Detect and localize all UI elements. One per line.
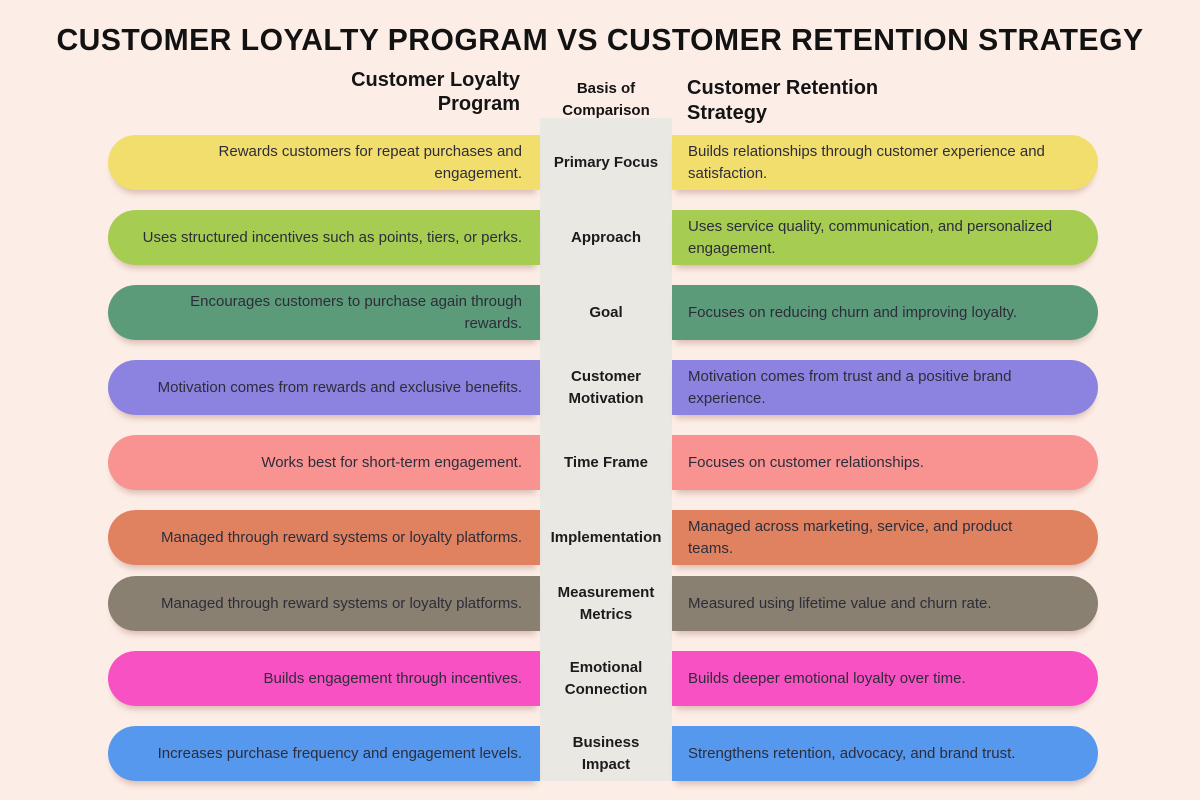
retention-cell: Strengthens retention, advocacy, and bra… bbox=[672, 726, 1098, 781]
retention-cell: Managed across marketing, service, and p… bbox=[672, 510, 1098, 565]
basis-label: Goal bbox=[589, 303, 623, 321]
page-title: CUSTOMER LOYALTY PROGRAM VS CUSTOMER RET… bbox=[56, 22, 1144, 57]
loyalty-cell: Managed through reward systems or loyalt… bbox=[108, 510, 540, 565]
column-header-retention-label: Customer Retention Strategy bbox=[687, 77, 879, 124]
basis-label: Emotional Connection bbox=[564, 658, 648, 698]
table-row-primary-focus: Rewards customers for repeat purchases a… bbox=[0, 135, 1200, 190]
table-row-emotional-connection: Builds engagement through incentives. Em… bbox=[0, 651, 1200, 706]
loyalty-cell: Motivation comes from rewards and exclus… bbox=[108, 360, 540, 415]
retention-cell-text: Measured using lifetime value and churn … bbox=[688, 594, 992, 612]
basis-label: Business Impact bbox=[572, 733, 640, 773]
retention-cell: Builds deeper emotional loyalty over tim… bbox=[672, 651, 1098, 706]
loyalty-cell-text: Builds engagement through incentives. bbox=[263, 669, 522, 687]
column-header-loyalty: Customer Loyalty Program bbox=[0, 68, 520, 116]
retention-cell-text: Focuses on reducing churn and improving … bbox=[688, 303, 1018, 321]
retention-cell-text: Builds deeper emotional loyalty over tim… bbox=[688, 669, 966, 687]
comparison-table: Rewards customers for repeat purchases a… bbox=[0, 135, 1200, 800]
loyalty-cell-text: Motivation comes from rewards and exclus… bbox=[157, 378, 522, 396]
retention-cell-text: Strengthens retention, advocacy, and bra… bbox=[688, 744, 1016, 762]
retention-cell: Uses service quality, communication, and… bbox=[672, 210, 1098, 265]
basis-label: Primary Focus bbox=[553, 153, 659, 171]
loyalty-cell: Rewards customers for repeat purchases a… bbox=[108, 135, 540, 190]
loyalty-cell-text: Managed through reward systems or loyalt… bbox=[161, 594, 522, 612]
retention-cell: Motivation comes from trust and a positi… bbox=[672, 360, 1098, 415]
loyalty-cell: Managed through reward systems or loyalt… bbox=[108, 576, 540, 631]
table-row-implementation: Managed through reward systems or loyalt… bbox=[0, 510, 1200, 565]
retention-cell: Measured using lifetime value and churn … bbox=[672, 576, 1098, 631]
retention-cell: Focuses on customer relationships. bbox=[672, 435, 1098, 490]
column-header-retention: Customer Retention Strategy bbox=[687, 76, 987, 126]
loyalty-cell: Builds engagement through incentives. bbox=[108, 651, 540, 706]
table-row-customer-motivation: Motivation comes from rewards and exclus… bbox=[0, 360, 1200, 415]
column-header-loyalty-label: Customer Loyalty Program bbox=[351, 69, 520, 115]
retention-cell-text: Focuses on customer relationships. bbox=[688, 453, 924, 471]
loyalty-cell: Works best for short-term engagement. bbox=[108, 435, 540, 490]
table-row-time-frame: Works best for short-term engagement. Ti… bbox=[0, 435, 1200, 490]
column-header-basis: Basis of Comparison bbox=[540, 78, 672, 122]
retention-cell-text: Motivation comes from trust and a positi… bbox=[688, 367, 1012, 407]
table-row-approach: Uses structured incentives such as point… bbox=[0, 210, 1200, 265]
loyalty-cell-text: Uses structured incentives such as point… bbox=[142, 228, 522, 246]
basis-label: Implementation bbox=[550, 528, 662, 546]
basis-label: Approach bbox=[570, 228, 641, 246]
retention-cell-text: Managed across marketing, service, and p… bbox=[688, 517, 1013, 557]
table-row-goal: Encourages customers to purchase again t… bbox=[0, 285, 1200, 340]
retention-cell-text: Uses service quality, communication, and… bbox=[688, 217, 1053, 257]
basis-label: Measurement Metrics bbox=[557, 583, 655, 623]
loyalty-cell: Increases purchase frequency and engagem… bbox=[108, 726, 540, 781]
retention-cell: Focuses on reducing churn and improving … bbox=[672, 285, 1098, 340]
basis-label: Time Frame bbox=[564, 453, 648, 471]
basis-label: Customer Motivation bbox=[568, 367, 644, 407]
loyalty-cell-text: Encourages customers to purchase again t… bbox=[190, 292, 522, 332]
loyalty-cell: Encourages customers to purchase again t… bbox=[108, 285, 540, 340]
loyalty-cell-text: Works best for short-term engagement. bbox=[261, 453, 522, 471]
loyalty-cell-text: Managed through reward systems or loyalt… bbox=[161, 528, 522, 546]
table-row-measurement-metrics: Managed through reward systems or loyalt… bbox=[0, 576, 1200, 631]
loyalty-cell: Uses structured incentives such as point… bbox=[108, 210, 540, 265]
basis-column-strip bbox=[540, 118, 672, 781]
retention-cell-text: Builds relationships through customer ex… bbox=[688, 142, 1045, 182]
loyalty-cell-text: Increases purchase frequency and engagem… bbox=[157, 744, 522, 762]
retention-cell: Builds relationships through customer ex… bbox=[672, 135, 1098, 190]
loyalty-cell-text: Rewards customers for repeat purchases a… bbox=[218, 142, 522, 182]
column-header-basis-label: Basis of Comparison bbox=[562, 80, 650, 119]
table-row-business-impact: Increases purchase frequency and engagem… bbox=[0, 726, 1200, 781]
